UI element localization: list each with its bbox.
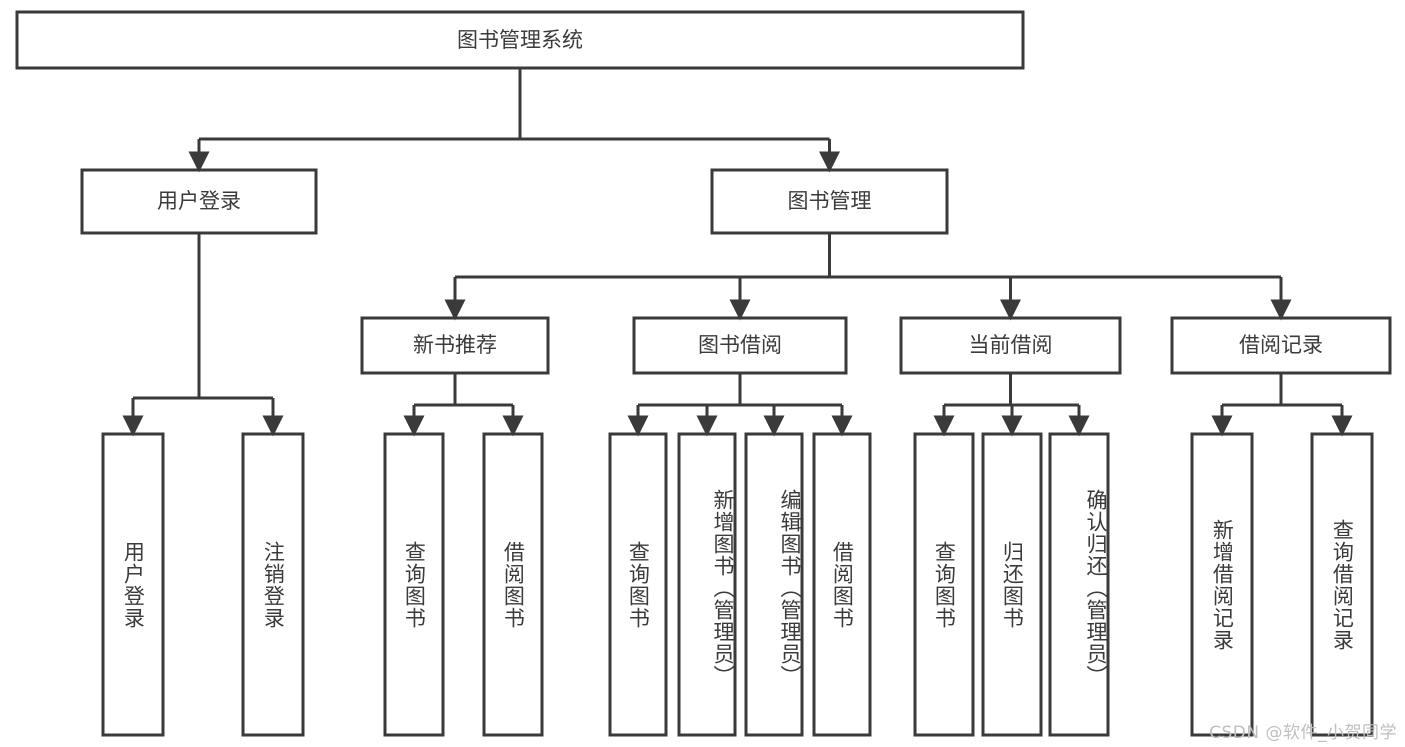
node-boxes-layer: [15, 10, 1392, 737]
node-box-leaf-7[interactable]: [812, 432, 872, 737]
node-box-leaf-4[interactable]: [608, 432, 668, 737]
connector-lines-layer: [122, 68, 1353, 437]
node-box-level3-1[interactable]: [632, 316, 848, 375]
node-box-leaf-12[interactable]: [1310, 432, 1374, 737]
node-box-leaf-8[interactable]: [913, 432, 975, 737]
node-box-leaf-10[interactable]: [1048, 432, 1110, 737]
node-box-leaf-6[interactable]: [744, 432, 804, 737]
node-box-leaf-9[interactable]: [981, 432, 1043, 737]
node-box-level3-0[interactable]: [360, 316, 550, 375]
node-box-leaf-11[interactable]: [1190, 432, 1254, 737]
node-box-leaf-3[interactable]: [482, 432, 544, 737]
node-box-root[interactable]: [15, 10, 1025, 70]
node-box-leaf-0[interactable]: [101, 432, 165, 737]
node-box-leaf-1[interactable]: [241, 432, 305, 737]
node-box-level3-3[interactable]: [1170, 316, 1392, 375]
node-box-level2-0[interactable]: [80, 168, 318, 235]
node-box-level2-1[interactable]: [710, 168, 949, 235]
node-box-leaf-2[interactable]: [383, 432, 445, 737]
node-box-leaf-5[interactable]: [677, 432, 737, 737]
node-box-level3-2[interactable]: [899, 316, 1122, 375]
watermark-text: CSDN @软件_小贺同学: [1209, 723, 1397, 743]
